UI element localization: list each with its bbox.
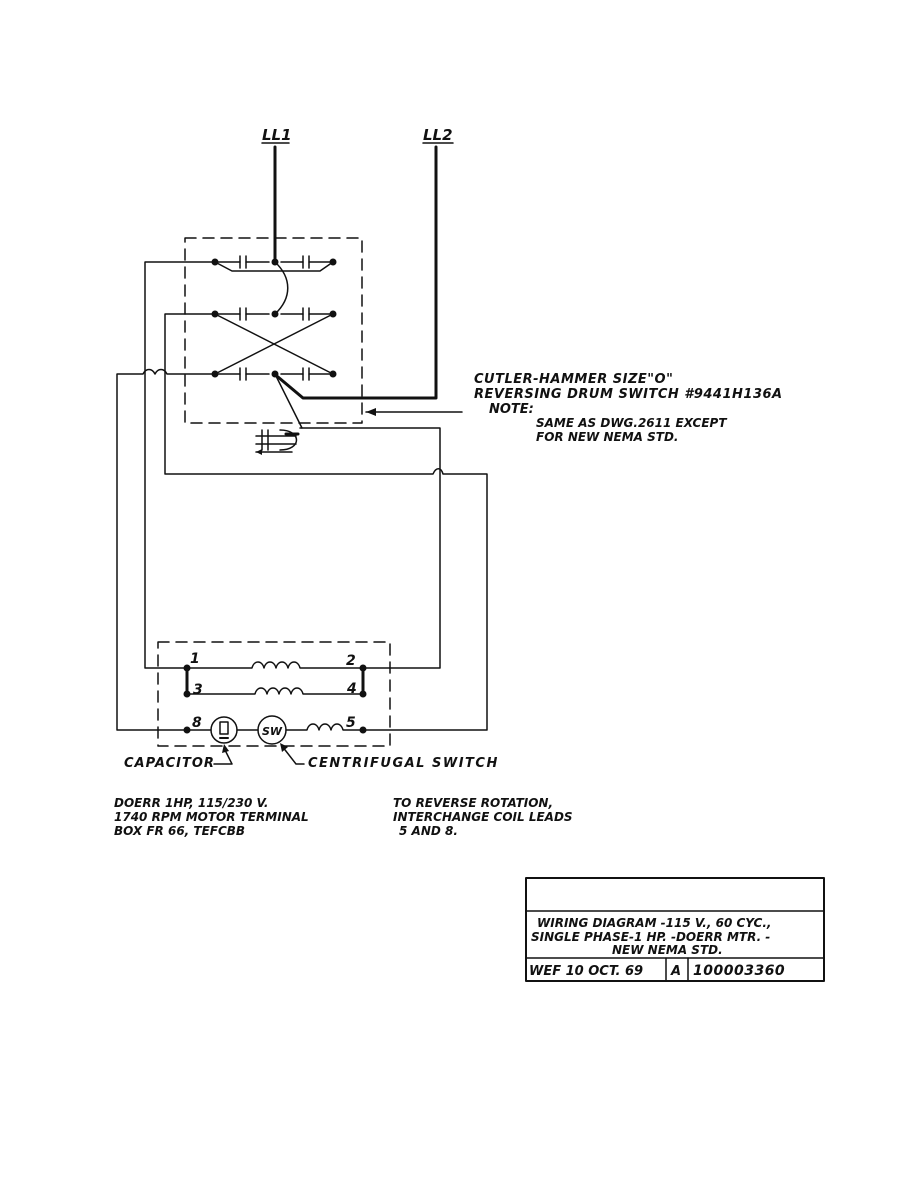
terminal-8-label: 8 <box>192 715 202 731</box>
terminal-3-label: 3 <box>193 682 203 698</box>
note-arrowhead <box>366 408 376 416</box>
motor-note-line2: 1740 RPM MOTOR TERMINAL <box>114 810 309 824</box>
operator-coil-symbol <box>255 429 300 455</box>
reverse-note-line3: 5 AND 8. <box>399 824 458 838</box>
motor-terminal-box <box>157 641 391 747</box>
line-label-l1: LL1 <box>262 126 292 144</box>
wire-to-terminal-2 <box>299 427 441 669</box>
contact-row-3 <box>211 367 337 381</box>
contact-row-2 <box>211 307 337 321</box>
start-winding-8-5 <box>183 723 367 734</box>
line-label-l2: LL2 <box>423 126 453 144</box>
title-line3: NEW NEMA STD. <box>612 943 723 957</box>
title-line1: WIRING DIAGRAM -115 V., 60 CYC., <box>537 916 771 930</box>
title-revision: A <box>670 964 681 979</box>
title-drawing-number: 100003360 <box>693 963 785 979</box>
capacitor-symbol <box>210 716 238 744</box>
title-date: WEF 10 OCT. 69 <box>529 964 643 979</box>
note-line2: FOR NEW NEMA STD. <box>536 430 678 444</box>
reversing-crossover <box>214 313 334 375</box>
terminal-1-label: 1 <box>190 651 200 667</box>
wire-to-terminal-8 <box>116 368 216 731</box>
centrifugal-switch-leader <box>281 745 305 765</box>
motor-note-line3: BOX FR 66, TEFCBB <box>114 824 245 838</box>
centrifugal-switch-symbol: SW <box>257 715 287 745</box>
reverse-note-line2: INTERCHANGE COIL LEADS <box>393 810 573 824</box>
terminal-2-label: 2 <box>346 653 356 669</box>
line-l2-wire <box>276 145 438 400</box>
centrifugal-switch-symbol-text: SW <box>262 725 283 738</box>
note-label: NOTE: <box>489 402 534 417</box>
motor-note-line1: DOERR 1HP, 115/230 V. <box>114 796 268 810</box>
switch-model-line1: CUTLER-HAMMER SIZE"O" <box>474 372 673 387</box>
contact-row-1 <box>211 255 337 272</box>
terminal-5-label: 5 <box>346 715 356 731</box>
title-block <box>525 877 825 982</box>
reverse-note-line1: TO REVERSE ROTATION, <box>393 796 553 810</box>
centrifugal-switch-label: CENTRIFUGAL SWITCH <box>308 756 499 771</box>
wire-to-terminal-1 <box>144 261 216 669</box>
title-line2: SINGLE PHASE-1 HP. -DOERR MTR. - <box>531 930 770 944</box>
main-winding-1-2 <box>183 661 367 672</box>
terminal-4-label: 4 <box>346 681 357 697</box>
drum-switch-enclosure <box>184 237 363 424</box>
capacitor-label: CAPACITOR <box>124 756 215 771</box>
wire-to-terminal-5 <box>164 313 488 731</box>
switch-model-line2: REVERSING DRUM SWITCH #9441H136A <box>474 387 783 402</box>
switch-linkage <box>274 373 303 429</box>
main-winding-3-4 <box>183 687 367 698</box>
row-1-to-row-2-link <box>274 261 289 315</box>
capacitor-leader <box>213 749 233 765</box>
note-line1: SAME AS DWG.2611 EXCEPT <box>536 416 727 430</box>
terminal-jumpers <box>185 666 365 696</box>
